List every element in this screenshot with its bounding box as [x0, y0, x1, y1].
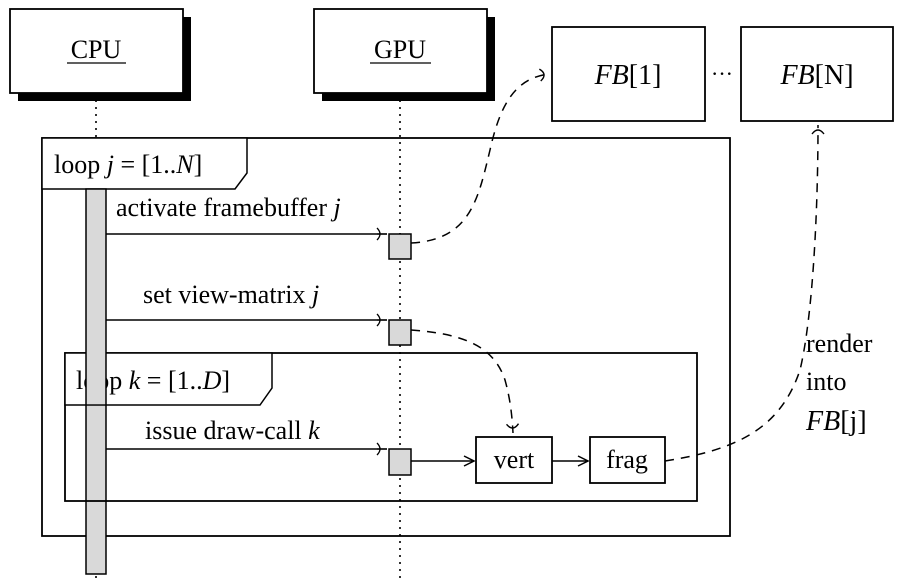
participant-gpu: GPU [313, 8, 495, 101]
render-note: render into FB[j] [805, 329, 873, 437]
participant-cpu: CPU [9, 8, 191, 101]
gpu-activation-activate [388, 233, 412, 260]
outer-loop-frame: loop j = [1..N] [41, 137, 731, 537]
svg-text:FB[1]: FB[1] [594, 60, 662, 91]
message-issue-draw-call: issue draw-call k [106, 416, 412, 476]
framebuffer-1: FB[1] [551, 26, 706, 122]
framebuffer-n: FB[N] [740, 26, 894, 122]
render-note-line1: render [806, 329, 873, 358]
message-draw-label: issue draw-call k [145, 416, 320, 445]
framebuffer-n-index: [N] [815, 60, 854, 91]
activate-to-fb1-connector [410, 68, 550, 244]
render-note-line2: into [806, 367, 846, 396]
framebuffer-n-name: FB [779, 60, 814, 91]
view-to-vert-connector [410, 329, 520, 434]
gpu-activation-draw [388, 448, 412, 476]
inner-loop-frame: loop k = [1..D] [64, 352, 698, 502]
framebuffer-1-index: [1] [629, 60, 662, 91]
svg-text:FB[N]: FB[N] [779, 60, 853, 91]
message-set-view-matrix: set view-matrix j [106, 280, 412, 346]
stage-vert: vert [475, 436, 553, 484]
participant-cpu-label: CPU [71, 35, 122, 64]
message-activate-label: activate framebuffer j [116, 193, 341, 222]
gpu-activation-view [388, 319, 412, 346]
message-view-label: set view-matrix j [143, 280, 319, 309]
frag-to-fbn-connector [664, 124, 825, 462]
stage-frag: frag [589, 436, 666, 484]
render-note-line3: FB[j] [805, 406, 867, 437]
stage-vert-label: vert [494, 445, 535, 474]
message-activate-framebuffer: activate framebuffer j [106, 193, 412, 260]
outer-loop-label: loop j = [1..N] [54, 150, 202, 179]
framebuffer-1-name: FB [594, 60, 629, 91]
stage-frag-label: frag [606, 445, 648, 474]
framebuffer-ellipsis: ··· [711, 61, 733, 86]
participant-gpu-label: GPU [374, 35, 426, 64]
